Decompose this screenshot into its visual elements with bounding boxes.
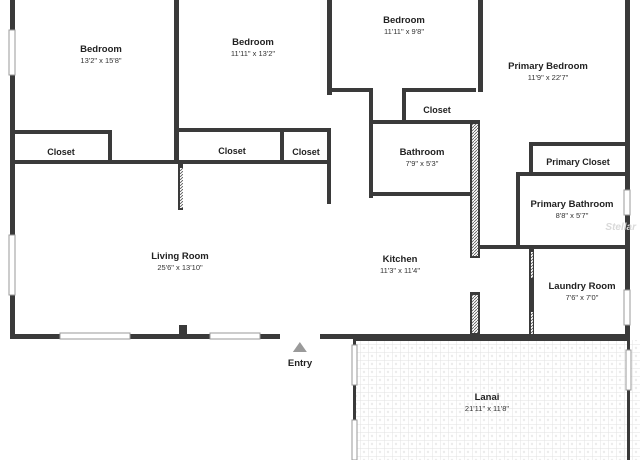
closet-4: Closet (423, 100, 451, 118)
room-laundry-room: Laundry Room 7'6" x 7'0" (548, 281, 615, 303)
windows (8, 29, 631, 340)
room-dimensions: 11'11" x 9'8" (383, 27, 425, 36)
window (209, 332, 261, 340)
watermark-logo: Stellar (605, 222, 636, 233)
room-name: Bedroom (383, 15, 425, 26)
room-dimensions: 8'8" x 5'7" (555, 211, 589, 220)
room-dimensions: 7'6" x 7'0" (565, 293, 599, 302)
room-bedroom-3: Bedroom 11'11" x 9'8" (383, 15, 425, 37)
closet-label: Closet (423, 105, 451, 115)
wall-right (625, 0, 630, 339)
entry-door-gap (280, 333, 320, 340)
room-living-room: Living Room 25'6" x 13'10" (151, 251, 209, 273)
room-dimensions: 7'9" x 5'3" (405, 159, 439, 168)
room-bathroom: Bathroom 7'9" x 5'3" (400, 147, 445, 169)
window (623, 189, 631, 216)
closet-label: Closet (218, 146, 246, 156)
window (8, 234, 16, 296)
closet-label: Closet (47, 147, 75, 157)
room-dimensions: 11'9" x 22'7" (527, 73, 569, 82)
room-name: Bedroom (80, 44, 122, 55)
room-name: Laundry Room (548, 281, 616, 292)
entry-arrow-icon (292, 342, 307, 352)
room-kitchen: Kitchen 11'3" x 11'4" (380, 254, 420, 276)
room-dimensions: 13'2" x 15'8" (80, 56, 122, 65)
room-dimensions: 25'6" x 13'10" (157, 263, 203, 272)
primary-closet: Primary Closet (546, 152, 610, 170)
room-name: Bedroom (232, 37, 274, 48)
room-dimensions: 11'11" x 13'2" (230, 49, 276, 58)
closet-1: Closet (47, 142, 75, 160)
entry-marker: Entry (288, 342, 312, 369)
room-name: Bathroom (399, 147, 445, 158)
room-name: Kitchen (382, 254, 418, 265)
room-primary-bedroom: Primary Bedroom 11'9" x 22'7" (508, 61, 588, 83)
closet-label: Closet (292, 147, 320, 157)
lanai-screen (353, 339, 630, 460)
window (623, 289, 631, 326)
room-name: Living Room (151, 251, 209, 262)
wall-left (10, 0, 15, 339)
closet-label: Primary Closet (546, 157, 610, 167)
room-primary-bathroom: Primary Bathroom 8'8" x 5'7" (531, 199, 614, 221)
lanai-floor (355, 340, 640, 460)
closet-2: Closet (218, 141, 246, 159)
room-bedroom-1: Bedroom 13'2" x 15'8" (80, 44, 122, 66)
room-name: Lanai (474, 392, 500, 403)
room-name: Primary Bathroom (530, 199, 614, 210)
room-dimensions: 21'11" x 11'8" (464, 404, 510, 413)
room-bedroom-2: Bedroom 11'11" x 13'2" (231, 37, 275, 59)
entry-label: Entry (287, 358, 313, 369)
closet-3: Closet (292, 142, 320, 160)
window (8, 29, 16, 76)
room-dimensions: 11'3" x 11'4" (379, 266, 421, 275)
room-name: Primary Bedroom (508, 61, 588, 72)
window (59, 332, 131, 340)
room-lanai: Lanai 21'11" x 11'8" (465, 392, 509, 414)
